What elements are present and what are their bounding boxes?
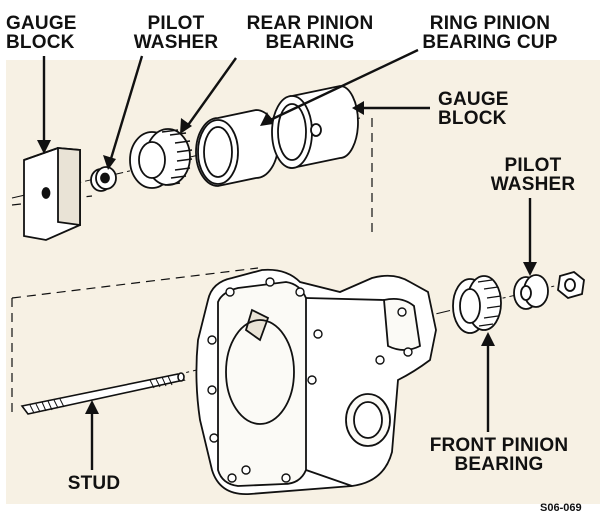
label-gauge-block-right: GAUGE BLOCK bbox=[438, 90, 528, 128]
nut bbox=[557, 271, 585, 299]
label-gauge-block-top: GAUGE BLOCK bbox=[6, 14, 76, 52]
pilot-washer-right bbox=[513, 274, 549, 310]
label-line: STUD bbox=[67, 473, 121, 494]
label-line: REAR PINION bbox=[246, 13, 374, 34]
label-line: PILOT bbox=[147, 13, 205, 34]
label-line: PILOT bbox=[504, 155, 562, 176]
label-line: FRONT PINION bbox=[429, 435, 569, 456]
label-line: BEARING bbox=[265, 32, 355, 53]
ring-pinion-bearing-cup bbox=[195, 109, 279, 187]
differential-housing bbox=[195, 268, 437, 495]
label-line: BLOCK bbox=[6, 32, 75, 53]
label-line: RING PINION bbox=[429, 13, 551, 34]
gauge-block-left bbox=[23, 147, 81, 241]
stud bbox=[20, 372, 186, 415]
label-pilot-washer-top: PILOT WASHER bbox=[130, 14, 222, 52]
label-line: WASHER bbox=[133, 32, 219, 53]
gauge-block-cylinder bbox=[271, 85, 359, 169]
pilot-washer-top bbox=[90, 166, 117, 192]
label-pilot-washer-right: PILOT WASHER bbox=[488, 156, 578, 194]
label-front-pinion-bearing: FRONT PINION BEARING bbox=[420, 436, 578, 474]
figure-code: S06-069 bbox=[540, 502, 582, 514]
front-pinion-bearing bbox=[452, 275, 502, 334]
label-rear-pinion-bearing: REAR PINION BEARING bbox=[240, 14, 380, 52]
label-stud: STUD bbox=[62, 474, 126, 493]
label-line: BEARING bbox=[454, 454, 544, 475]
label-ring-pinion-bearing-cup: RING PINION BEARING CUP bbox=[412, 14, 568, 52]
leader-arrows bbox=[37, 48, 537, 470]
label-line: WASHER bbox=[490, 174, 576, 195]
label-line: BEARING CUP bbox=[422, 32, 558, 53]
rear-pinion-bearing bbox=[129, 128, 193, 189]
label-line: GAUGE bbox=[6, 13, 77, 34]
label-line: BLOCK bbox=[438, 108, 507, 129]
label-line: GAUGE bbox=[438, 89, 509, 110]
